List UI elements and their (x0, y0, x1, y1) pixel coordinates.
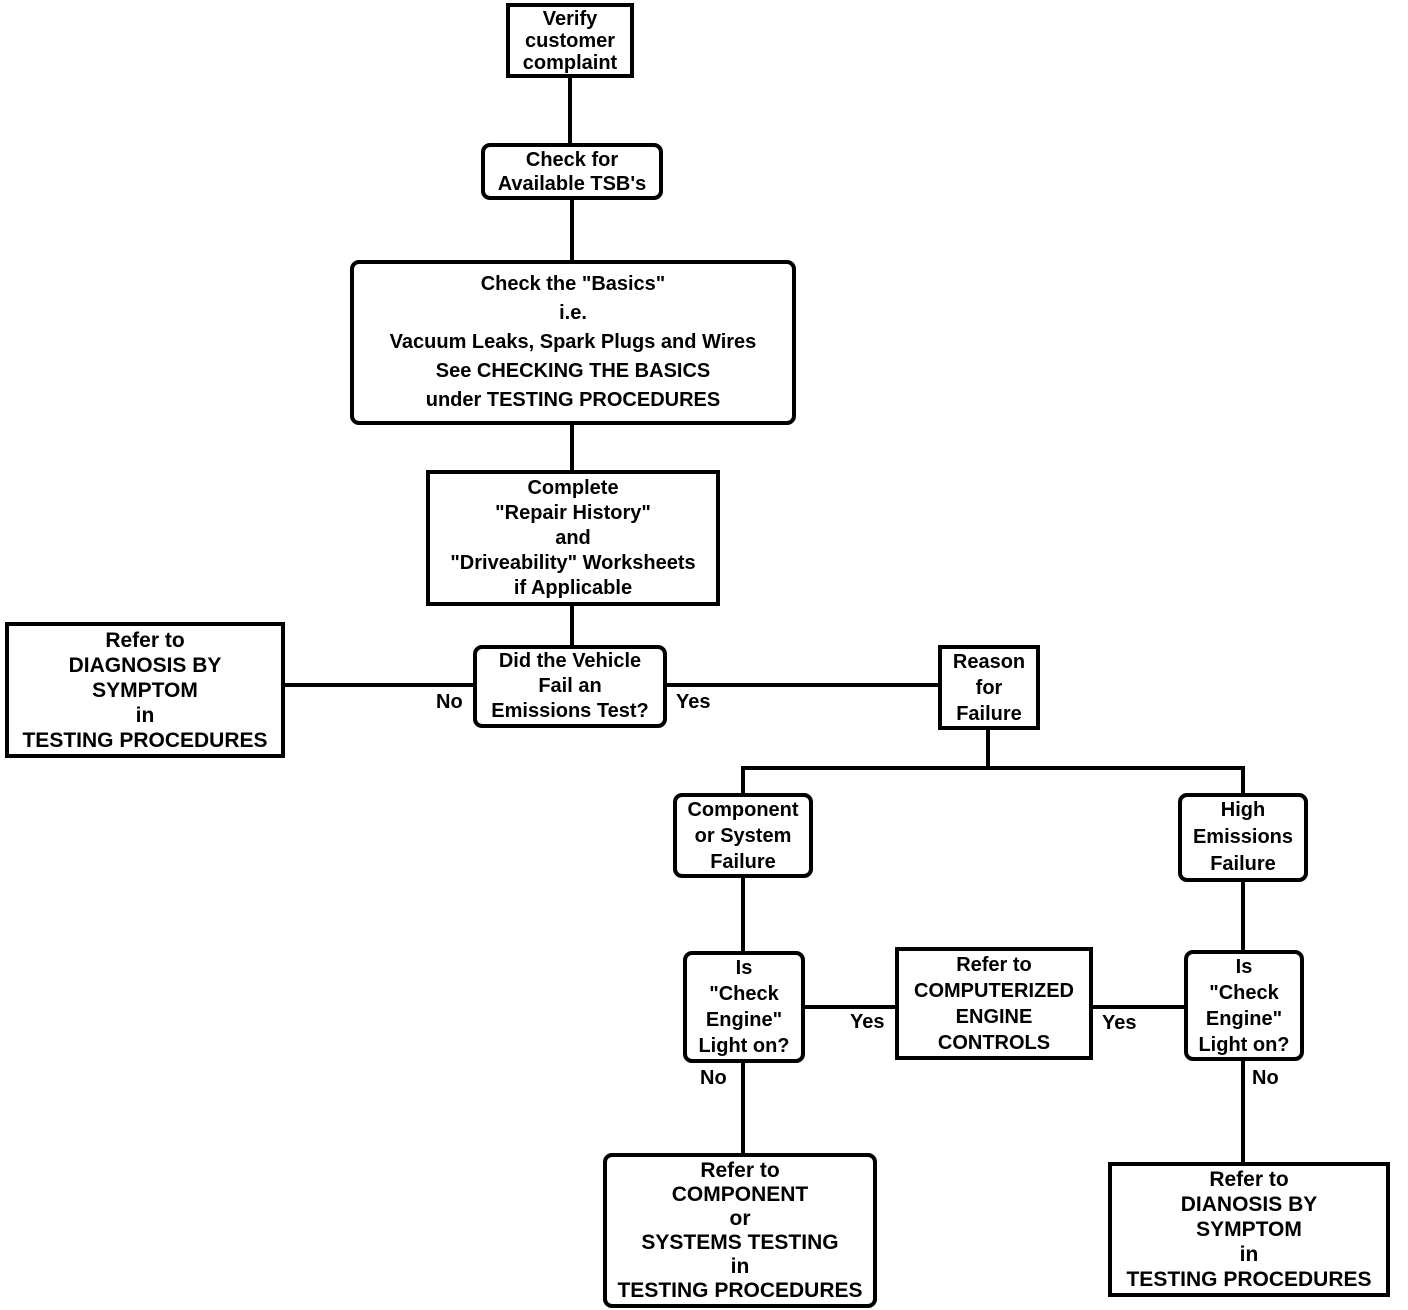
node-refer-computerized-engine-controls: Refer to COMPUTERIZED ENGINE CONTROLS (895, 947, 1093, 1060)
node-check-the-basics: Check the "Basics" i.e. Vacuum Leaks, Sp… (350, 260, 796, 425)
edge-verify-to-tsb (568, 78, 572, 143)
node-text: Is "Check Engine" Light on? (698, 957, 790, 1057)
node-refer-dianosis-by-symptom: Refer to DIANOSIS BY SYMPTOM in TESTING … (1108, 1162, 1390, 1297)
edge-label-yes: Yes (850, 1011, 885, 1033)
node-text: Refer to COMPUTERIZED ENGINE CONTROLS (914, 953, 1074, 1054)
node-reason-for-failure: Reason for Failure (938, 645, 1040, 730)
edge-label-no: No (1252, 1067, 1279, 1089)
node-component-or-system-failure: Component or System Failure (673, 793, 813, 878)
node-text: Check for Available TSB's (497, 148, 647, 195)
node-text: Reason for Failure (952, 650, 1026, 725)
edge-label-yes: Yes (1102, 1012, 1137, 1034)
node-text: Is "Check Engine" Light on? (1198, 955, 1290, 1056)
edge-checkengine-left-yes (805, 1005, 895, 1009)
edge-label-no: No (436, 691, 463, 713)
edge-label-yes: Yes (676, 691, 711, 713)
node-check-available-tsbs: Check for Available TSB's (481, 143, 663, 200)
node-text: Refer to DIAGNOSIS BY SYMPTOM in TESTING… (22, 628, 268, 752)
node-text: Verify customer complaint (522, 7, 618, 74)
node-text: Did the Vehicle Fail an Emissions Test? (491, 650, 649, 722)
node-text: Refer to DIANOSIS BY SYMPTOM in TESTING … (1126, 1168, 1372, 1291)
edge-checkengine-left-no (741, 1063, 745, 1153)
node-emissions-test-question: Did the Vehicle Fail an Emissions Test? (473, 645, 667, 728)
node-verify-customer-complaint: Verify customer complaint (506, 3, 634, 78)
node-refer-component-systems-testing: Refer to COMPONENT or SYSTEMS TESTING in… (603, 1153, 877, 1308)
edge-checkengine-right-no (1241, 1061, 1245, 1162)
node-check-engine-light-left: Is "Check Engine" Light on? (683, 951, 805, 1063)
node-text: High Emissions Failure (1192, 799, 1294, 875)
edge-bar-to-high-emissions (1241, 766, 1245, 793)
node-check-engine-light-right: Is "Check Engine" Light on? (1184, 950, 1304, 1061)
edge-tsb-to-basics (570, 200, 574, 260)
edge-basics-to-worksheets (570, 425, 574, 470)
edge-checkengine-right-yes (1093, 1005, 1184, 1009)
edge-question-to-reason (667, 683, 938, 687)
node-refer-diagnosis-by-symptom: Refer to DIAGNOSIS BY SYMPTOM in TESTING… (5, 622, 285, 758)
edge-question-to-diagnosis (285, 683, 473, 687)
node-text: Check the "Basics" i.e. Vacuum Leaks, Sp… (389, 273, 757, 411)
edge-branch-bar (741, 766, 1245, 770)
edge-worksheets-to-question (570, 606, 574, 645)
node-complete-worksheets: Complete "Repair History" and "Driveabil… (426, 470, 720, 606)
node-text: Complete "Repair History" and "Driveabil… (450, 476, 696, 599)
edge-bar-to-component (741, 766, 745, 793)
edge-label-no: No (700, 1067, 727, 1089)
edge-reason-down (986, 730, 990, 770)
node-text: Component or System Failure (687, 798, 799, 873)
edge-component-to-checkengine (741, 878, 745, 951)
node-text: Refer to COMPONENT or SYSTEMS TESTING in… (617, 1158, 863, 1302)
edge-highemis-to-checkengine (1241, 882, 1245, 950)
node-high-emissions-failure: High Emissions Failure (1178, 793, 1308, 882)
